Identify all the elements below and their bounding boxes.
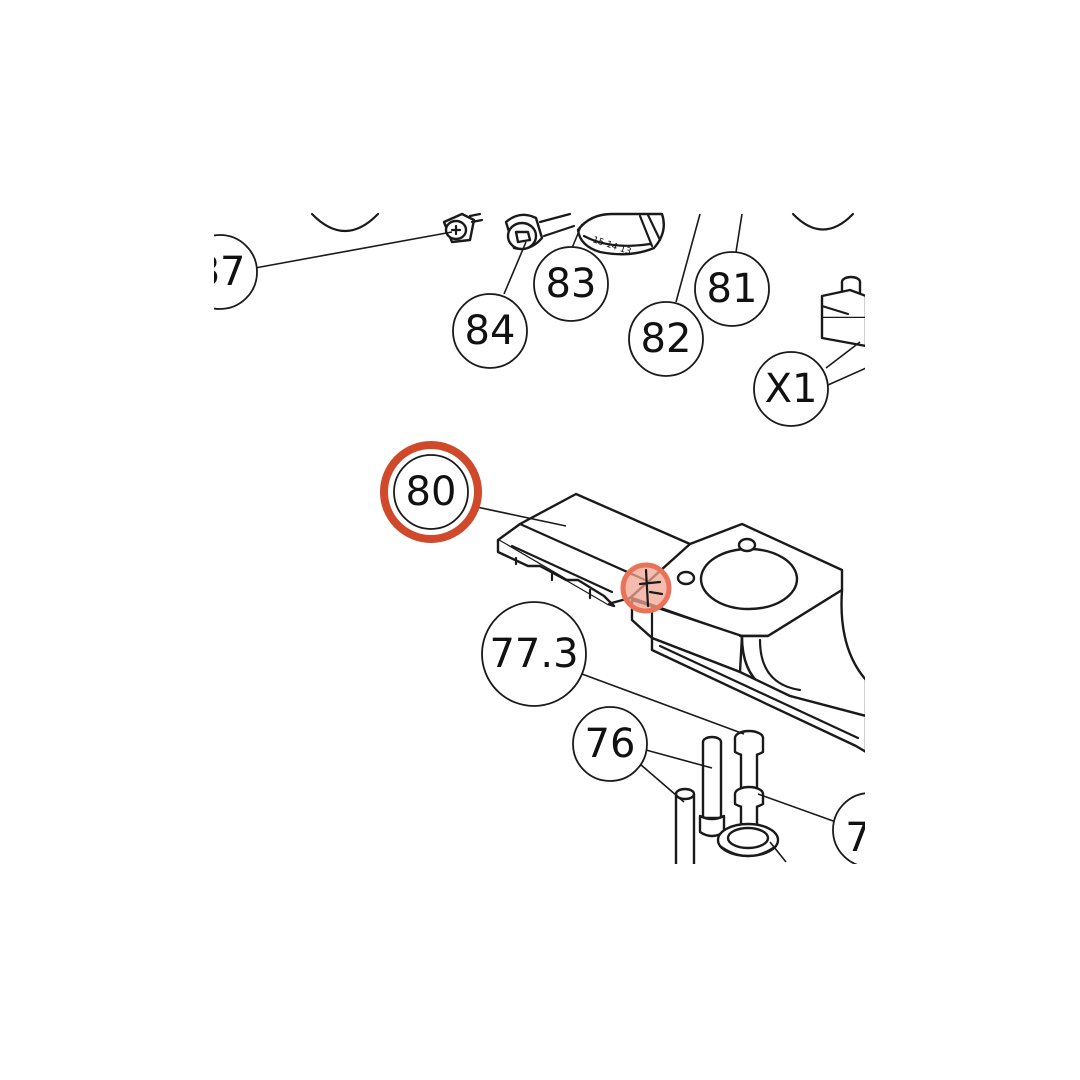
callout-76-label: 76 [585, 721, 636, 767]
selected-callout-highlight-ring [380, 441, 482, 543]
dial-knob-83-part: 15 14 13 [576, 212, 665, 257]
callout-84[interactable]: 84 [452, 293, 528, 369]
partial-part-top-right [791, 212, 855, 231]
callout-x1[interactable]: X1 [753, 351, 829, 427]
callout-7-partial[interactable]: 7 [832, 792, 907, 867]
block-x1-part [820, 275, 865, 348]
bolt-77-3-part [716, 729, 780, 858]
screw-87-part [442, 212, 484, 244]
callout-83[interactable]: 83 [533, 246, 609, 322]
callout-82[interactable]: 82 [628, 301, 704, 377]
callout-81-label: 81 [707, 266, 758, 312]
leader-lines [254, 213, 865, 863]
callout-82-label: 82 [641, 316, 692, 362]
callout-7-partial-label: 7 [845, 815, 870, 861]
callout-77-3[interactable]: 77.3 [481, 601, 587, 707]
callout-87-label: 87 [195, 249, 246, 295]
callout-77-3-label: 77.3 [489, 631, 578, 677]
callout-87[interactable]: 87 [183, 234, 258, 310]
callout-x1-label: X1 [765, 366, 818, 412]
callout-84-label: 84 [465, 308, 516, 354]
callout-80-label: 80 [406, 469, 457, 515]
callout-80[interactable]: 80 [393, 454, 469, 530]
pins-76-part [674, 735, 726, 864]
partial-part-top-left [310, 212, 380, 233]
callout-76[interactable]: 76 [572, 706, 648, 782]
callout-83-label: 83 [546, 261, 597, 307]
screw-84-part [504, 212, 576, 251]
highlighted-notch-detail [638, 568, 664, 608]
callout-81[interactable]: 81 [694, 251, 770, 327]
